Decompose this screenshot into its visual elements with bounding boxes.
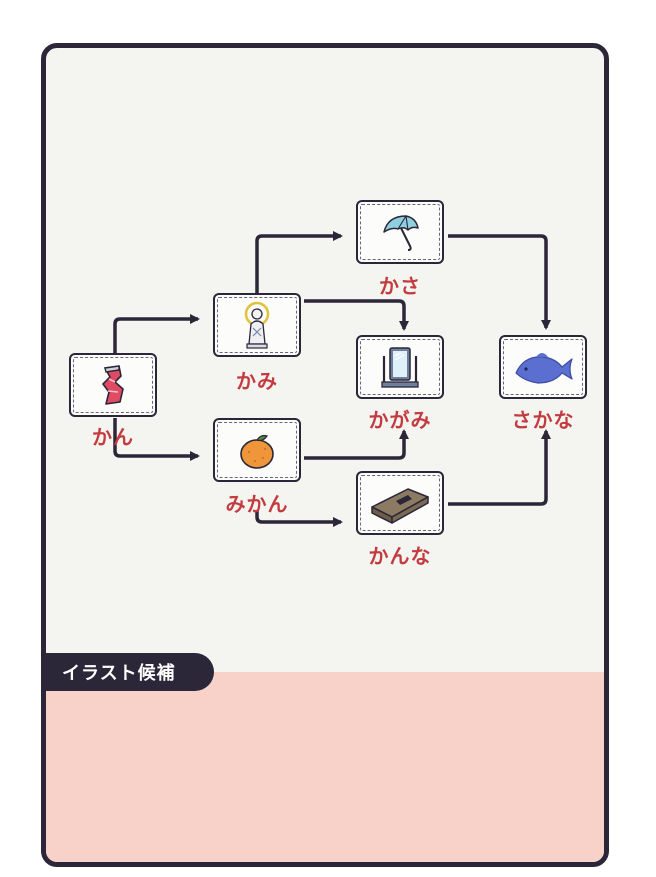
arrow-mikan-to-kagami [304,429,409,460]
arrow-kasa-to-sakana [448,234,551,330]
word-kasa: かさ [379,274,421,298]
tray-label: イラスト候補 [46,653,214,691]
card-sakana[interactable] [499,335,587,399]
word-kanna: かんな [368,544,432,568]
wood-plane-icon [371,488,429,524]
word-kan: かん [92,425,134,449]
arrow-kan-to-kami [113,314,200,353]
card-kami[interactable] [213,293,301,357]
arrow-kami-to-kasa [255,231,343,293]
card-kagami[interactable] [356,335,444,399]
card-mikan[interactable] [213,418,301,482]
card-kan[interactable] [69,353,157,417]
illustration-candidates-tray[interactable] [46,672,604,862]
deity-statue-icon [244,301,270,349]
umbrella-icon [383,215,419,251]
flow-arrows [113,231,551,527]
card-kasa[interactable] [356,200,444,264]
arrow-mikan-to-kanna [255,511,343,527]
word-kagami: かがみ [368,408,432,432]
arrow-kanna-to-sakana [448,429,551,506]
fish-icon [515,353,573,384]
word-mikan: みかん [225,492,289,516]
crushed-can-icon [102,365,124,405]
word-sakana: さかな [511,408,575,432]
arrow-kan-to-mikan [113,418,200,461]
card-kanna[interactable] [356,471,444,535]
arrow-kami-to-kagami [304,299,409,331]
word-kami: かみ [236,369,278,393]
tangerine-icon [240,434,274,469]
puzzle-board: かん かみ みかん かさ [41,43,609,867]
mirror-icon [381,347,419,388]
